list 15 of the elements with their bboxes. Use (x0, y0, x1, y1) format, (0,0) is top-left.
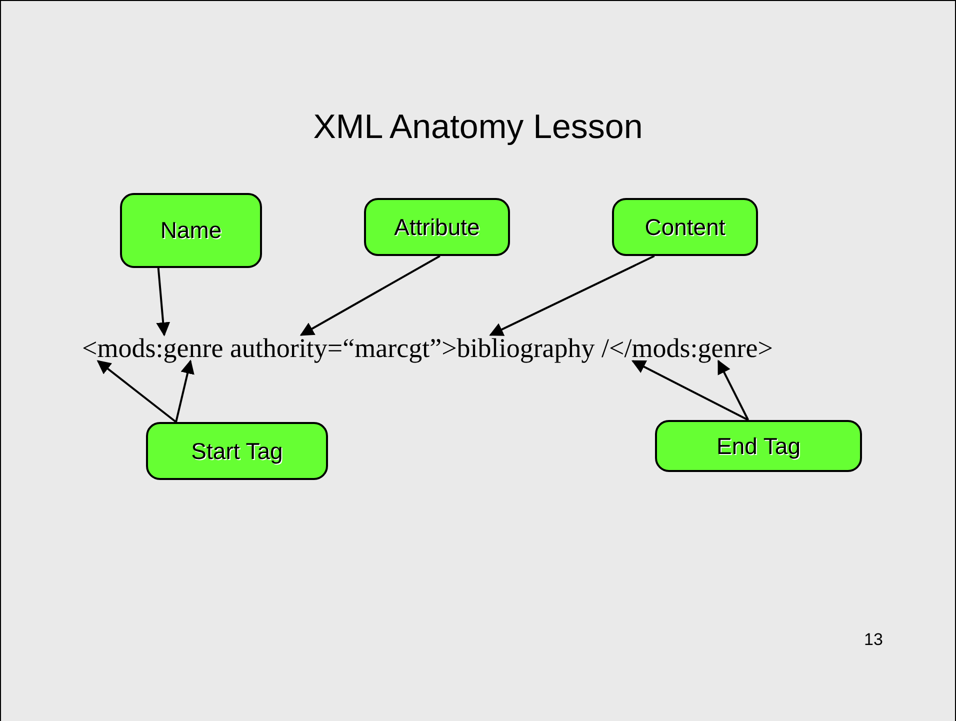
callout-box: Attribute (364, 198, 510, 256)
callout-box: Name (120, 193, 262, 268)
page-number: 13 (864, 630, 883, 650)
callout-box: End Tag (655, 420, 862, 472)
arrow (631, 360, 749, 421)
arrow (156, 268, 170, 336)
arrow (175, 360, 194, 422)
code-line: <mods:genre authority=“marcgt”>bibliography /</mods:genre> (82, 334, 773, 362)
arrow (96, 360, 177, 423)
callout-box: Content (612, 198, 758, 256)
callout-box: Start Tag (146, 422, 328, 480)
arrow (489, 255, 655, 336)
arrow (300, 255, 440, 336)
slide-title: XML Anatomy Lesson (312, 108, 644, 147)
arrow (717, 360, 750, 420)
